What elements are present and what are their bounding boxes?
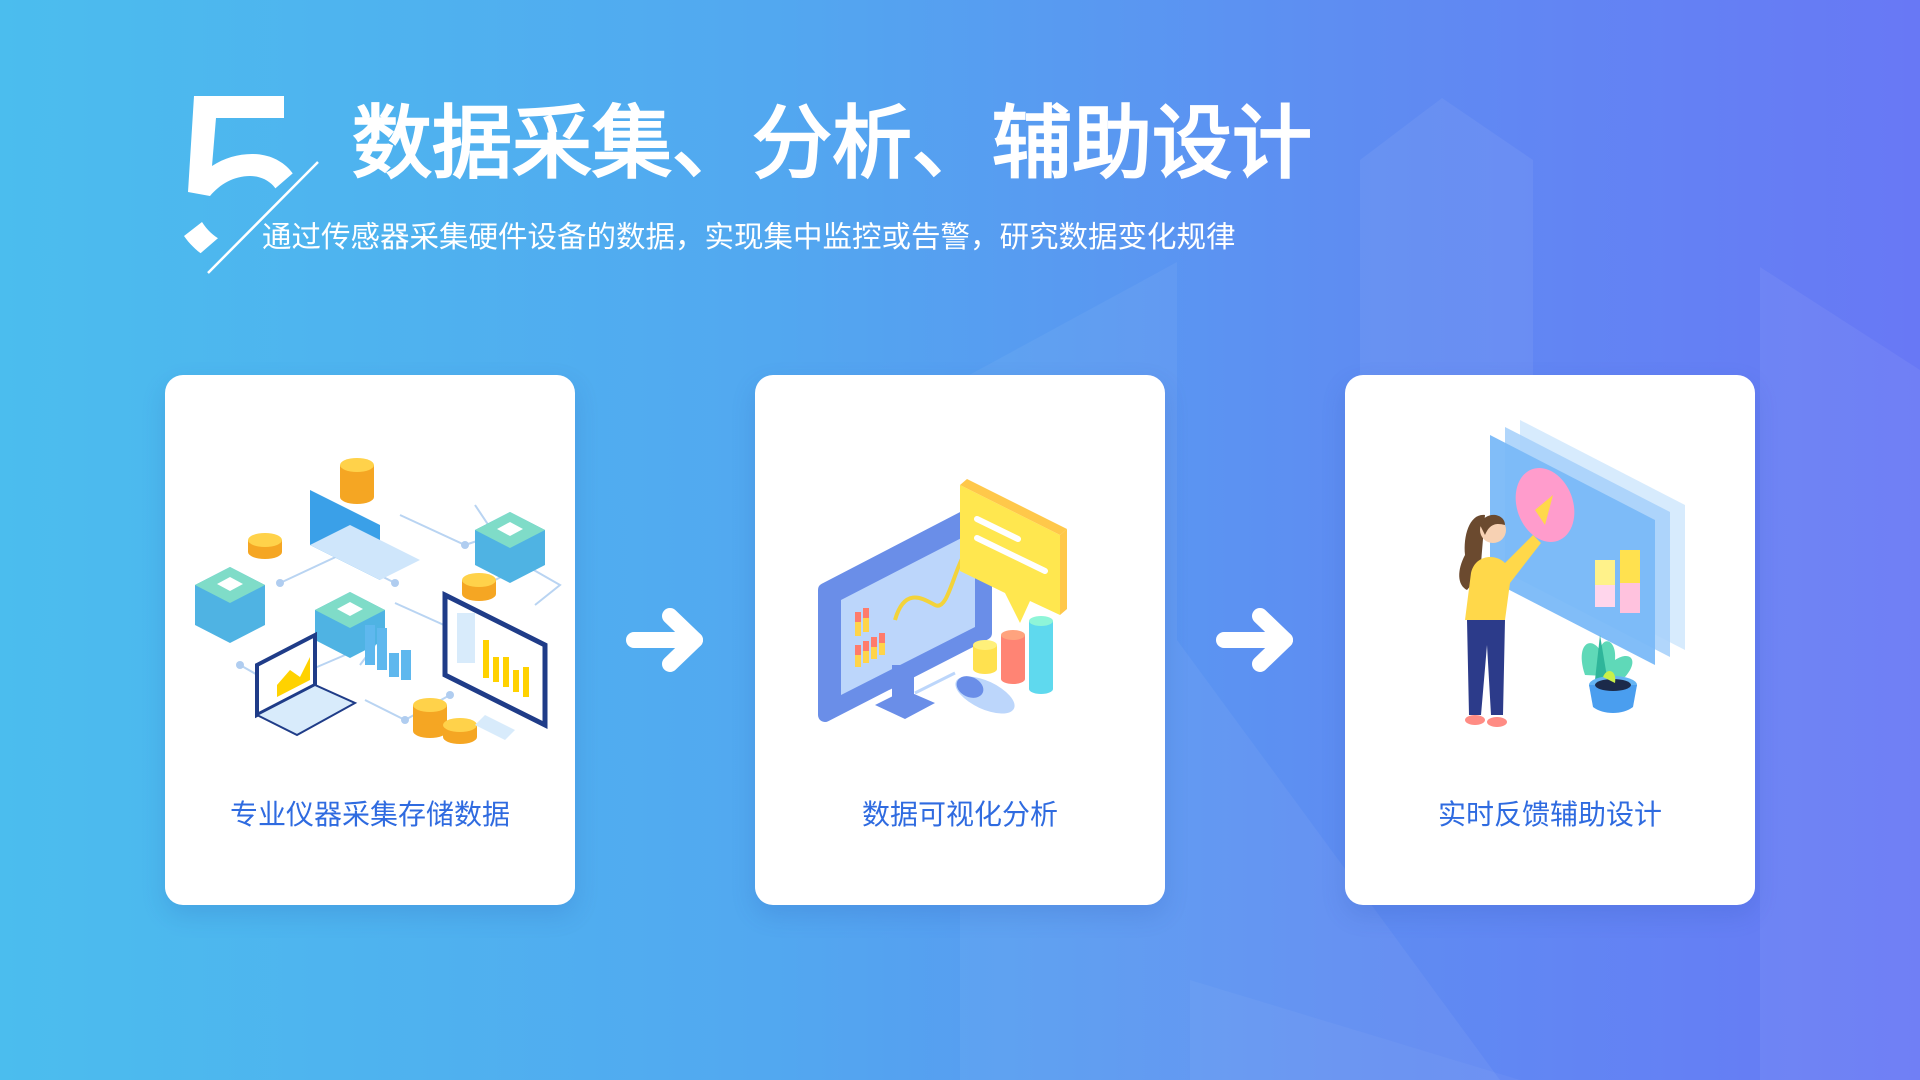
monitor-chart-speech-bubble-icon [818,479,1067,722]
step-label: 实时反馈辅助设计 [1437,798,1662,831]
step-card-realtime-feedback: 实时反馈辅助设计 [1345,375,1755,905]
arrow-right-icon [626,608,703,672]
servers-laptops-coins-network-icon [195,458,562,744]
step-label: 数据可视化分析 [861,798,1058,831]
step-card-visualization: 数据可视化分析 [755,375,1165,905]
woman-pointing-at-dashboard-icon [1459,420,1685,727]
section-number-five-icon [184,96,319,274]
arrow-right-icon [1216,608,1293,672]
step-label: 专业仪器采集存储数据 [229,798,510,831]
page-subtitle: 通过传感器采集硬件设备的数据，实现集中监控或告警，研究数据变化规律 [262,220,1236,254]
step-card-data-collection: 专业仪器采集存储数据 [165,375,575,905]
page-title: 数据采集、分析、辅助设计 [352,97,1312,190]
